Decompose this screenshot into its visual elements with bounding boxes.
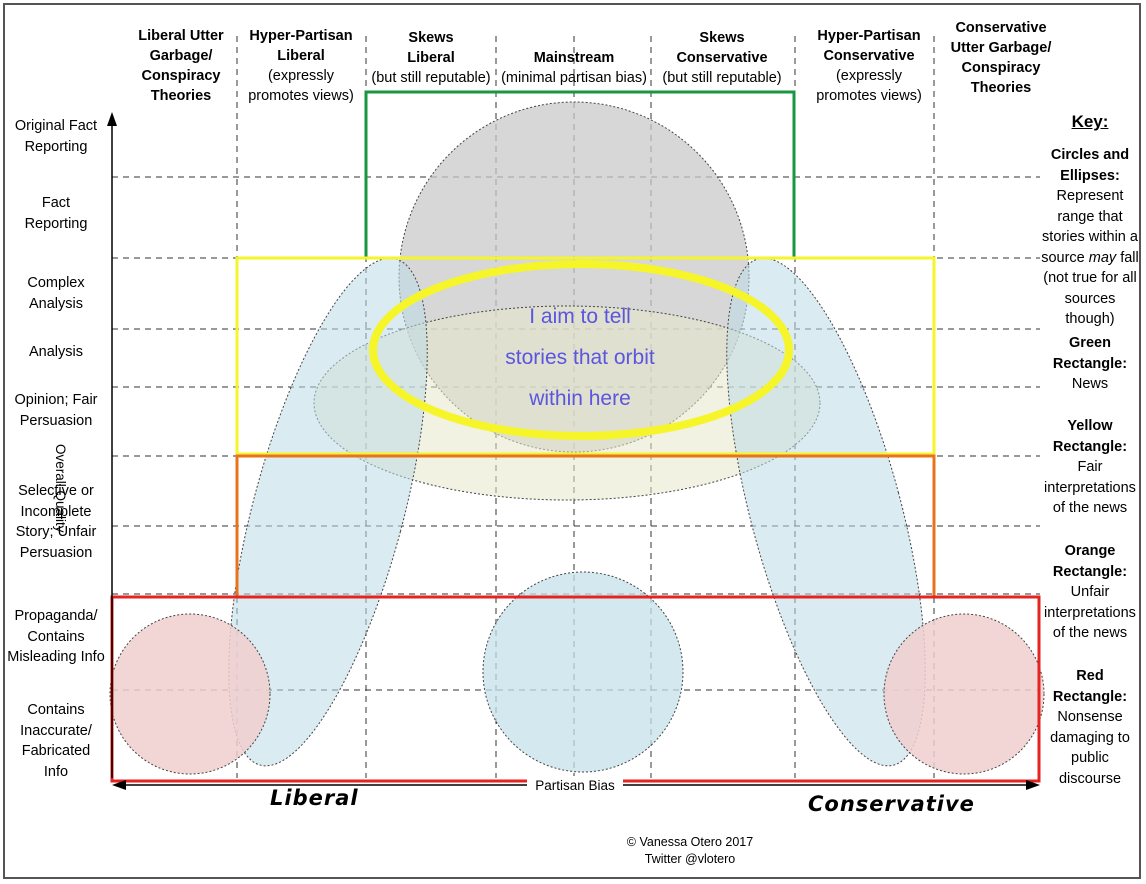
column-header: Mainstream (minimal partisan bias) bbox=[496, 48, 652, 88]
key-heading: Red Rectangle: bbox=[1052, 668, 1128, 705]
key-green: Green Rectangle: News bbox=[1040, 333, 1140, 395]
y-axis-label: Overall Quality bbox=[53, 444, 68, 533]
key-yellow: Yellow Rectangle: Fair interpretations o… bbox=[1040, 416, 1140, 519]
credit: © Vanessa Otero 2017 Twitter @vlotero bbox=[600, 834, 780, 868]
row-label-line: Selective or bbox=[18, 483, 94, 499]
column-header-title: Conspiracy bbox=[961, 60, 1041, 76]
column-header-title: Skews bbox=[699, 30, 745, 46]
column-header-title: Liberal bbox=[407, 50, 455, 66]
column-header-title: Theories bbox=[970, 80, 1032, 96]
row-label-line: Persuasion bbox=[19, 412, 93, 429]
column-header-title: Hyper-Partisan bbox=[817, 28, 921, 44]
row-label-line: Misleading Info bbox=[7, 649, 105, 665]
row-label-line: Persuasion bbox=[19, 544, 93, 561]
key-text: Fair interpretations of the news bbox=[1044, 459, 1136, 516]
column-header-subtitle: (expressly bbox=[835, 68, 903, 84]
column-header-title: Conspiracy bbox=[141, 68, 221, 84]
key-emphasis: may bbox=[1088, 249, 1117, 266]
key-orange: Orange Rectangle: Unfair interpretations… bbox=[1040, 541, 1140, 644]
key-heading: Orange Rectangle: bbox=[1052, 543, 1128, 580]
key-text: Nonsense damaging to public discourse bbox=[1050, 709, 1130, 787]
key-text: News bbox=[1071, 376, 1109, 392]
column-header-subtitle: promotes views) bbox=[816, 88, 922, 104]
row-label-line: Propaganda/ bbox=[14, 608, 98, 624]
left-garbage-circle bbox=[109, 613, 271, 775]
x-axis-label-bg bbox=[527, 776, 623, 794]
column-header-title: Conservative bbox=[823, 48, 915, 64]
key-heading: Circles and Ellipses: bbox=[1050, 147, 1130, 184]
aim-annotation: I aim to tell stories that orbit within … bbox=[470, 296, 690, 419]
credit-line: © Vanessa Otero 2017 bbox=[626, 835, 754, 849]
column-header-title: Hyper-Partisan bbox=[249, 28, 353, 44]
key-title: Key: bbox=[1071, 112, 1109, 131]
column-header-title: Conservative bbox=[676, 50, 768, 66]
column-header-title: Conservative bbox=[955, 20, 1047, 36]
key-circles: Circles and Ellipses: Represent range th… bbox=[1040, 145, 1140, 330]
column-header-subtitle: (expressly bbox=[267, 68, 335, 84]
aim-line: stories that orbit bbox=[505, 346, 655, 369]
column-header-title: Liberal Utter bbox=[138, 28, 224, 44]
row-label-line: Analysis bbox=[29, 344, 83, 360]
credit-line: Twitter @vlotero bbox=[644, 852, 736, 866]
row-label-line: Analysis bbox=[29, 295, 83, 312]
x-axis-label: Partisan Bias bbox=[535, 778, 615, 793]
row-label-line: Reporting bbox=[24, 138, 88, 155]
column-header-subtitle: (minimal partisan bias) bbox=[501, 70, 647, 86]
row-label-line: Inaccurate/ bbox=[20, 722, 92, 739]
yellow-rectangle bbox=[235, 256, 936, 456]
row-label-line: Story; Unfair bbox=[15, 524, 97, 540]
key-text: Unfair interpretations of the news bbox=[1044, 584, 1136, 641]
key-red: Red Rectangle: Nonsense damaging to publ… bbox=[1040, 666, 1140, 789]
column-header-title: Liberal bbox=[277, 48, 325, 64]
row-label-line: Fabricated bbox=[21, 743, 91, 759]
row-label-line: Info bbox=[43, 763, 69, 780]
column-header-title: Theories bbox=[150, 88, 212, 104]
row-label-line: Fact bbox=[41, 195, 71, 211]
aim-highlight-ellipse bbox=[369, 260, 793, 440]
column-header-subtitle: (but still reputable) bbox=[371, 70, 491, 86]
row-label-line: Opinion; Fair bbox=[14, 392, 98, 408]
column-header-title: Utter Garbage/ bbox=[950, 40, 1052, 56]
column-header-title: Skews bbox=[408, 30, 454, 46]
aim-line: I aim to tell bbox=[529, 305, 631, 328]
row-label-line: Contains bbox=[27, 702, 85, 718]
row-label-line: Reporting bbox=[24, 215, 88, 232]
key-text: fall (not true for all sources though) bbox=[1043, 249, 1139, 328]
key-heading: Yellow Rectangle: bbox=[1052, 418, 1128, 455]
liberal-end-label: Liberal bbox=[270, 786, 359, 810]
column-header-subtitle: promotes views) bbox=[248, 88, 354, 104]
row-label: Analysis bbox=[4, 342, 108, 363]
column-header-title: Garbage/ bbox=[149, 48, 213, 64]
conservative-end-label: Conservative bbox=[808, 792, 975, 816]
key-heading: Green Rectangle: bbox=[1052, 335, 1128, 372]
row-label-line: Complex bbox=[27, 275, 85, 291]
mainstream-bottom-circle bbox=[482, 571, 684, 773]
source-range-shapes bbox=[109, 101, 1045, 775]
row-label-line: Original Fact bbox=[14, 118, 98, 134]
row-label-line: Contains bbox=[27, 628, 85, 645]
key-text: Represent range that stories within a so… bbox=[1041, 188, 1138, 266]
right-garbage-circle bbox=[883, 613, 1045, 775]
column-header-title: Mainstream bbox=[533, 50, 615, 66]
row-label-line: Incomplete bbox=[20, 503, 92, 520]
aim-line: within here bbox=[529, 387, 631, 410]
column-header-subtitle: (but still reputable) bbox=[662, 70, 782, 86]
